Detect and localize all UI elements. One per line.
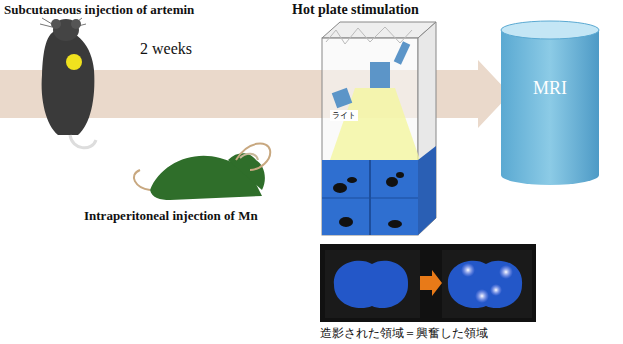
mouse-figure [40,18,96,148]
hot-plate-box [322,22,436,235]
step-label: Intraperitoneal injection of Mn [84,208,258,224]
mri-cylinder: MRI [500,20,600,185]
rat-figure [134,143,270,200]
step-label: Hot plate stimulation [292,2,419,18]
step-label: Subcutaneous injection of artemin [4,2,194,18]
light-label: ライト [330,110,358,121]
node-text: MRI [500,78,600,99]
brain-images [320,244,536,322]
cylinder-shape [500,20,600,185]
image-caption: 造影された領域＝興奮した領域 [320,325,488,342]
duration-label: 2 weeks [140,40,192,58]
